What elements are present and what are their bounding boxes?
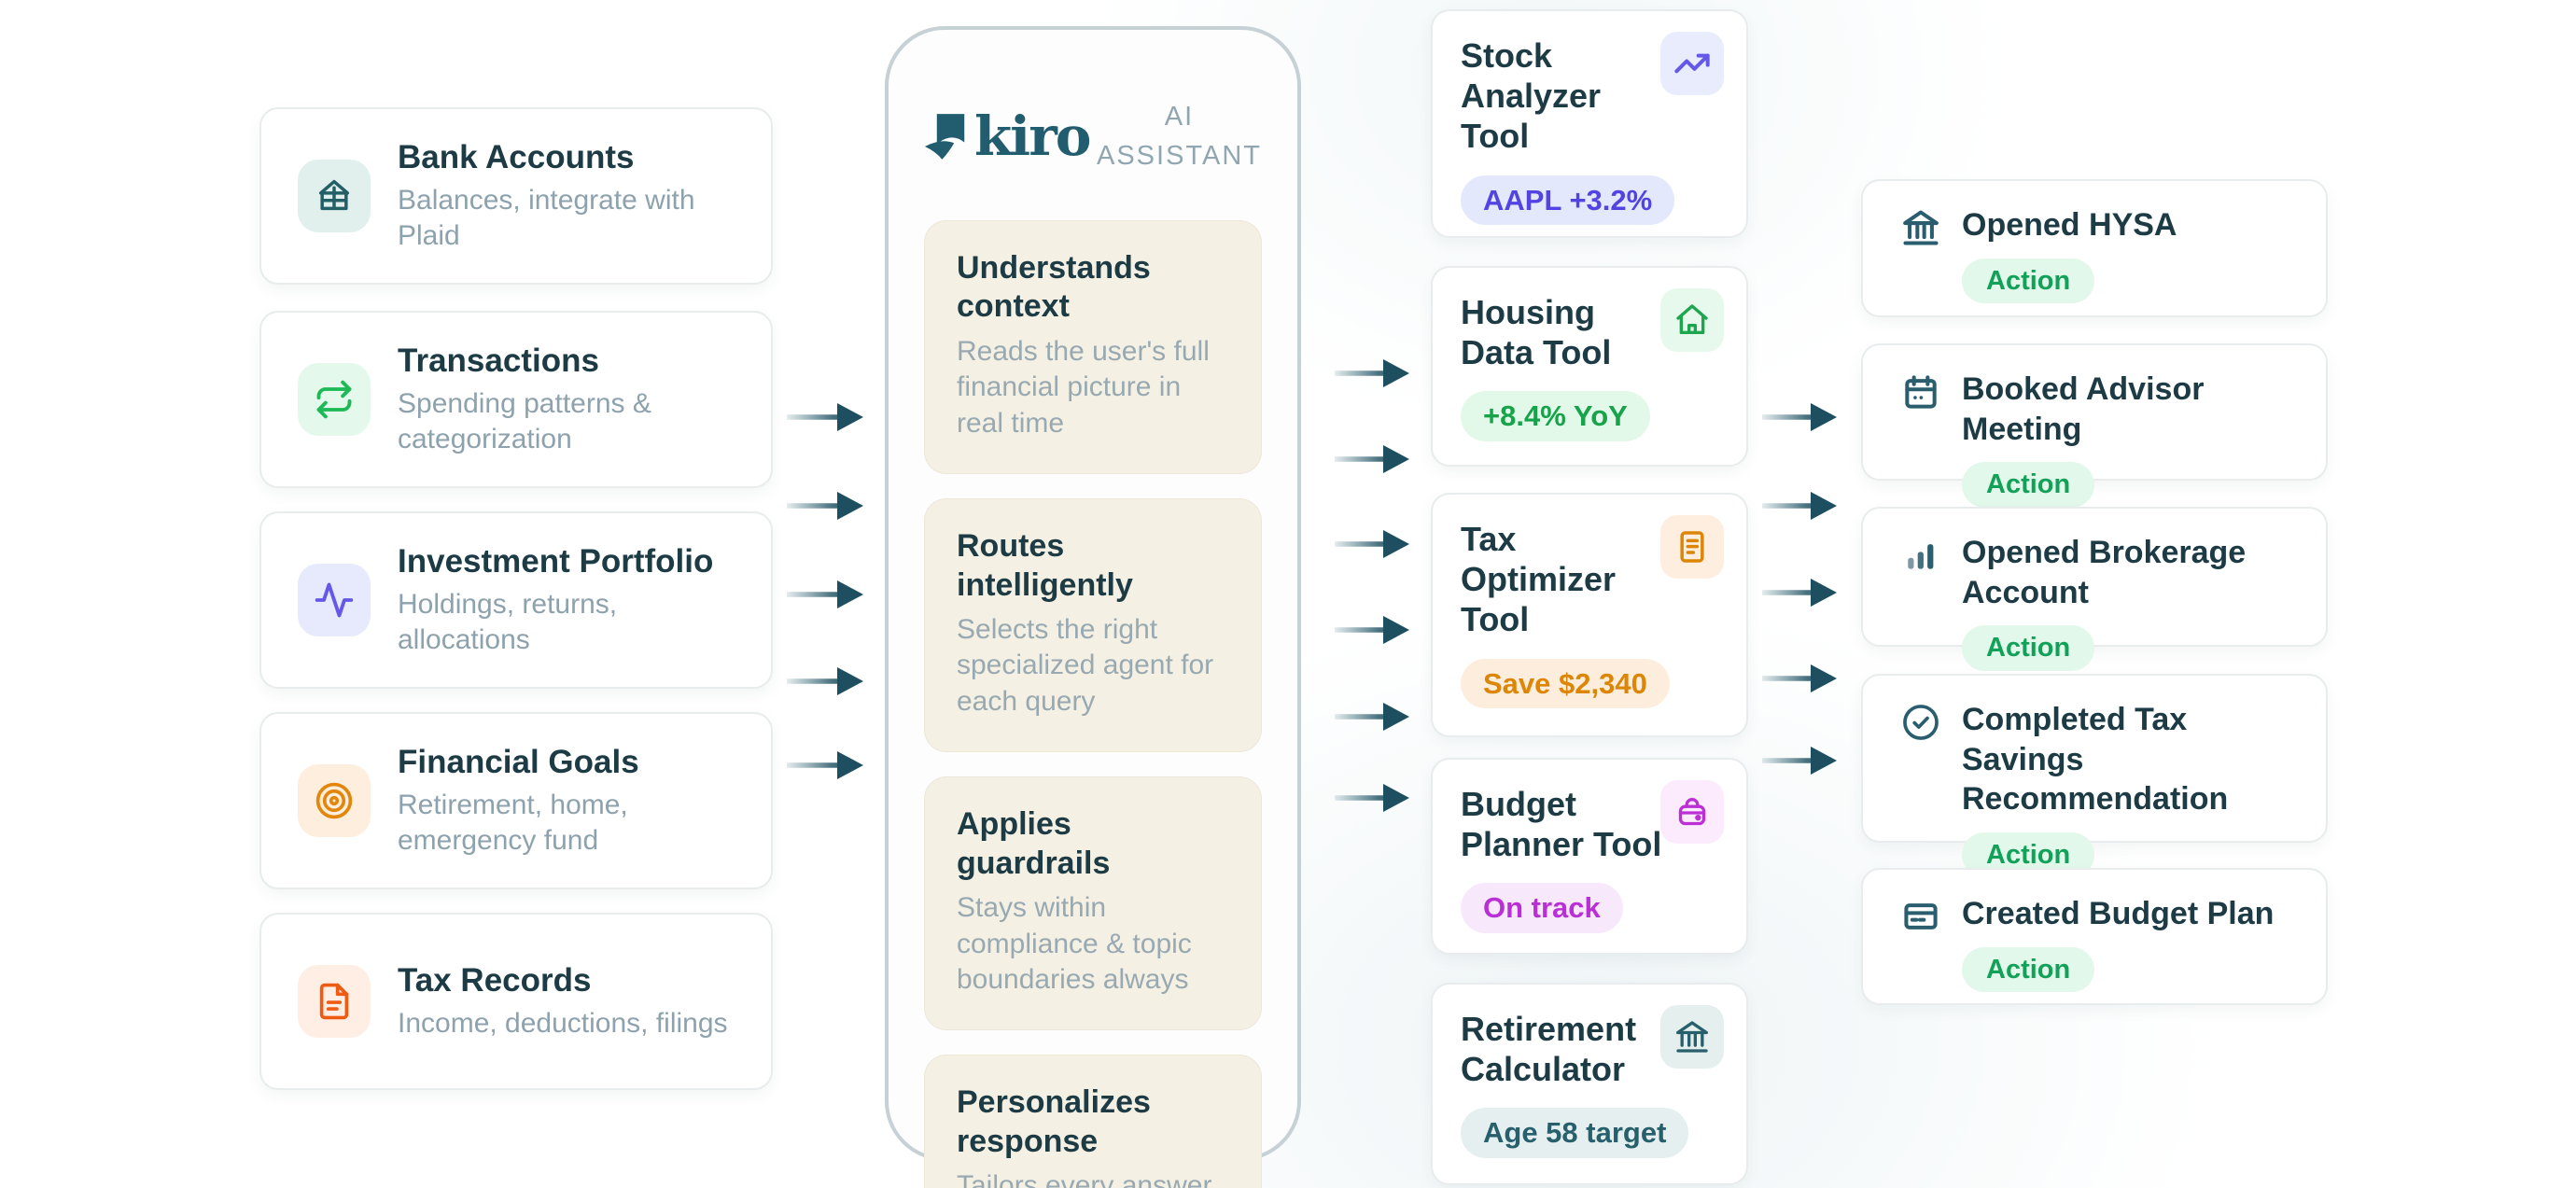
capability-title: Personalizes response [957, 1084, 1151, 1159]
source-desc: Balances, integrate with Plaid [398, 184, 695, 251]
action-card-created-budget-plan: Created Budget Plan Action [1861, 868, 2328, 1005]
source-card-text: Bank Accounts Balances, integrate with P… [398, 138, 743, 254]
tool-title: Retirement Calculator [1461, 1010, 1637, 1089]
home-icon [1660, 288, 1724, 352]
source-card-text: Transactions Spending patterns & categor… [398, 342, 743, 457]
source-card-tax-records: Tax Records Income, deductions, filings [259, 913, 773, 1090]
action-card-text: Booked Advisor Meeting Action [1962, 370, 2303, 508]
capability-understands-context: Understands context Reads the user's ful… [924, 220, 1262, 475]
source-title: Tax Records [398, 961, 592, 999]
action-card-text: Opened Brokerage Account Action [1962, 533, 2303, 671]
check-circle-icon [1900, 702, 1941, 743]
tool-badge: +8.4% YoY [1461, 391, 1650, 441]
tool-title: Tax Optimizer Tool [1461, 520, 1617, 639]
action-title: Created Budget Plan [1962, 896, 2275, 931]
arrows-tools-to-actions [1762, 403, 1837, 775]
assistant-header: kiro AI ASSISTANT [924, 97, 1262, 175]
source-card-bank-accounts: Bank Accounts Balances, integrate with P… [259, 107, 773, 285]
tool-title: Budget Planner Tool [1461, 785, 1662, 864]
source-card-investment-portfolio: Investment Portfolio Holdings, returns, … [259, 511, 773, 689]
source-title: Transactions [398, 342, 599, 379]
action-badge: Action [1962, 625, 2095, 671]
tool-card-stock-analyzer: Stock Analyzer Tool AAPL +3.2% [1431, 9, 1748, 238]
landmark-icon [1900, 207, 1941, 248]
tool-title: Housing Data Tool [1461, 293, 1612, 372]
source-desc: Retirement, home, emergency fund [398, 789, 628, 856]
credit-card-icon [1900, 896, 1941, 937]
kiro-logo: kiro [924, 105, 1091, 169]
tool-badge: AAPL +3.2% [1461, 175, 1675, 225]
tool-card-retirement-calculator: Retirement Calculator Age 58 target [1431, 983, 1748, 1185]
bank-house-icon [298, 160, 371, 232]
capability-desc: Tailors every answer to that specific us… [957, 1170, 1212, 1188]
action-title: Opened Brokerage Account [1962, 535, 2247, 610]
source-desc: Income, deductions, filings [398, 1007, 728, 1039]
action-badge: Action [1962, 258, 2095, 304]
tool-badge: Save $2,340 [1461, 658, 1670, 708]
action-badge: Action [1962, 462, 2095, 508]
ai-assistant-panel: kiro AI ASSISTANT Understands context Re… [885, 26, 1301, 1188]
capability-desc: Stays within compliance & topic boundari… [957, 892, 1192, 995]
source-title: Bank Accounts [398, 138, 635, 175]
capability-list: Understands context Reads the user's ful… [924, 220, 1262, 1188]
capability-title: Applies guardrails [957, 806, 1111, 881]
action-card-text: Created Budget Plan Action [1962, 894, 2275, 993]
repeat-arrows-icon [298, 363, 371, 436]
tool-badge: On track [1461, 883, 1623, 933]
brand-wordmark: kiro [974, 105, 1091, 169]
arrows-assistant-to-tools [1335, 359, 1409, 812]
action-card-text: Completed Tax Savings Recommendation Act… [1962, 700, 2303, 878]
source-card-transactions: Transactions Spending patterns & categor… [259, 311, 773, 488]
wallet-icon [1660, 780, 1724, 844]
action-title: Completed Tax Savings Recommendation [1962, 702, 2229, 817]
source-title: Financial Goals [398, 743, 639, 780]
calendar-icon [1900, 371, 1941, 412]
capability-routes-intelligently: Routes intelligently Selects the right s… [924, 498, 1262, 753]
capability-desc: Reads the user's full financial picture … [957, 335, 1210, 439]
capability-personalizes-response: Personalizes response Tailors every answ… [924, 1055, 1262, 1188]
action-title: Opened HYSA [1962, 207, 2177, 243]
bar-chart-icon [1900, 535, 1941, 576]
action-title: Booked Advisor Meeting [1962, 371, 2205, 447]
source-desc: Holdings, returns, allocations [398, 588, 618, 655]
trending-up-icon [1660, 32, 1724, 95]
capability-applies-guardrails: Applies guardrails Stays within complian… [924, 776, 1262, 1031]
tool-card-budget-planner: Budget Planner Tool On track [1431, 758, 1748, 955]
tool-badge: Age 58 target [1461, 1108, 1689, 1158]
capability-title: Understands context [957, 250, 1151, 325]
source-card-text: Financial Goals Retirement, home, emerge… [398, 743, 743, 859]
arrows-sources-to-assistant [787, 403, 863, 779]
receipt-icon [1660, 515, 1724, 579]
action-badge: Action [1962, 946, 2095, 993]
tool-card-tax-optimizer: Tax Optimizer Tool Save $2,340 [1431, 493, 1748, 737]
source-title: Investment Portfolio [398, 542, 714, 580]
activity-pulse-icon [298, 564, 371, 636]
source-desc: Spending patterns & categorization [398, 387, 651, 454]
action-card-booked-advisor-meeting: Booked Advisor Meeting Action [1861, 343, 2328, 508]
target-icon [298, 764, 371, 837]
source-card-text: Investment Portfolio Holdings, returns, … [398, 542, 743, 658]
capability-title: Routes intelligently [957, 528, 1133, 603]
tool-card-housing-data: Housing Data Tool +8.4% YoY [1431, 266, 1748, 467]
source-card-financial-goals: Financial Goals Retirement, home, emerge… [259, 712, 773, 889]
action-card-text: Opened HYSA Action [1962, 205, 2177, 304]
tool-title: Stock Analyzer Tool [1461, 36, 1602, 156]
capability-desc: Selects the right specialized agent for … [957, 614, 1214, 717]
landmark-icon [1660, 1005, 1724, 1069]
source-card-text: Tax Records Income, deductions, filings [398, 961, 728, 1041]
action-card-opened-hysa: Opened HYSA Action [1861, 179, 2328, 317]
action-card-opened-brokerage-account: Opened Brokerage Account Action [1861, 507, 2328, 671]
kiro-logo-mark-icon [924, 112, 967, 161]
action-card-completed-tax-savings: Completed Tax Savings Recommendation Act… [1861, 674, 2328, 878]
file-text-icon [298, 965, 371, 1038]
ai-assistant-label: AI ASSISTANT [1097, 102, 1262, 172]
